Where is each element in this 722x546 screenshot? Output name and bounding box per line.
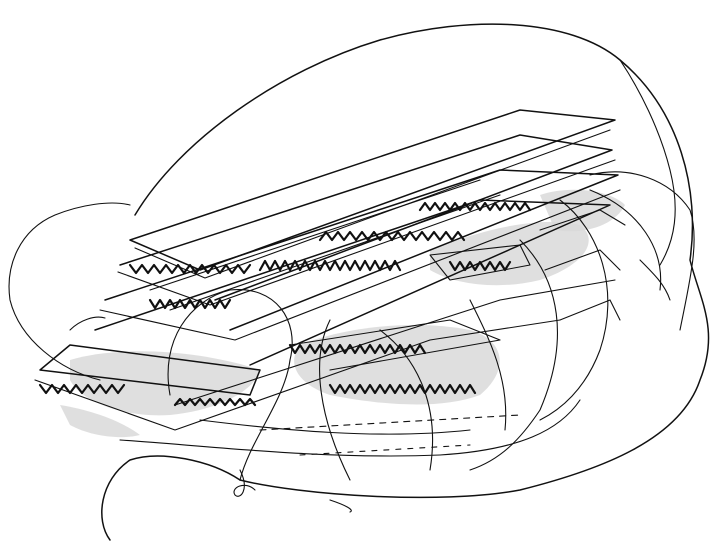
ground-dashes: [259, 414, 521, 456]
enclosing-bubble-outline: [8, 23, 710, 541]
gestural-loops: [69, 189, 671, 513]
stacked-floor-slabs: [94, 109, 621, 366]
lower-terraces: [34, 209, 626, 457]
grey-wash-shading: [60, 189, 625, 438]
railing-hatching: [38, 201, 532, 407]
